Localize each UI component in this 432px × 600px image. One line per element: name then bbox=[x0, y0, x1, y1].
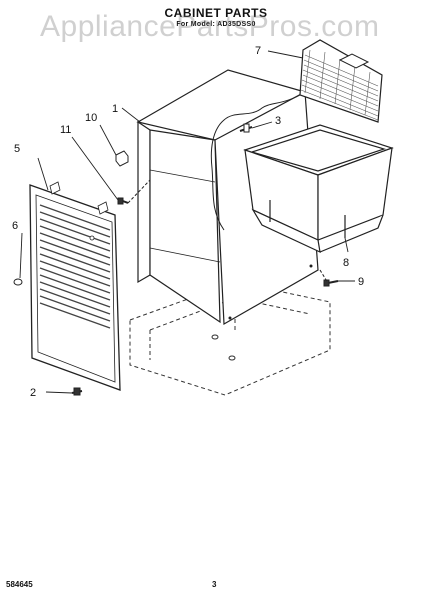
spacer-block bbox=[115, 150, 129, 167]
leader-lines bbox=[19, 50, 355, 394]
page-title: CABINET PARTS bbox=[164, 6, 268, 20]
callout-9: 9 bbox=[358, 276, 364, 288]
screw-2 bbox=[71, 387, 83, 396]
callout-11: 11 bbox=[60, 124, 71, 136]
callout-3: 3 bbox=[275, 115, 281, 127]
callout-1: 1 bbox=[112, 103, 118, 115]
cabinet-screw-hole bbox=[309, 264, 313, 268]
control-knob bbox=[13, 278, 23, 286]
model-subtitle: For Model: AD35DSS0 bbox=[176, 21, 256, 28]
watermark: AppliancePartsPros.com bbox=[40, 10, 380, 43]
screw-3 bbox=[239, 123, 253, 133]
page-number: 3 bbox=[212, 580, 217, 589]
water-bucket bbox=[243, 124, 394, 254]
cabinet-cutaway bbox=[210, 91, 306, 231]
callout-labels: 1 2 3 5 6 7 8 9 10 11 bbox=[12, 45, 364, 399]
cabinet-inner-line bbox=[149, 169, 216, 183]
front-grille bbox=[29, 181, 121, 391]
cabinet-inner-line bbox=[149, 247, 221, 263]
callout-8: 8 bbox=[343, 257, 349, 269]
air-filter bbox=[299, 39, 383, 123]
callout-7: 7 bbox=[255, 45, 261, 57]
cabinet-screw-hole bbox=[228, 316, 232, 320]
base-holes bbox=[211, 334, 236, 361]
callout-2: 2 bbox=[30, 387, 36, 399]
document-number: 584645 bbox=[6, 580, 33, 589]
screw-11 bbox=[117, 179, 151, 205]
callout-10: 10 bbox=[85, 112, 97, 124]
callout-5: 5 bbox=[14, 143, 20, 155]
screw-9 bbox=[319, 269, 339, 287]
callout-6: 6 bbox=[12, 220, 18, 232]
